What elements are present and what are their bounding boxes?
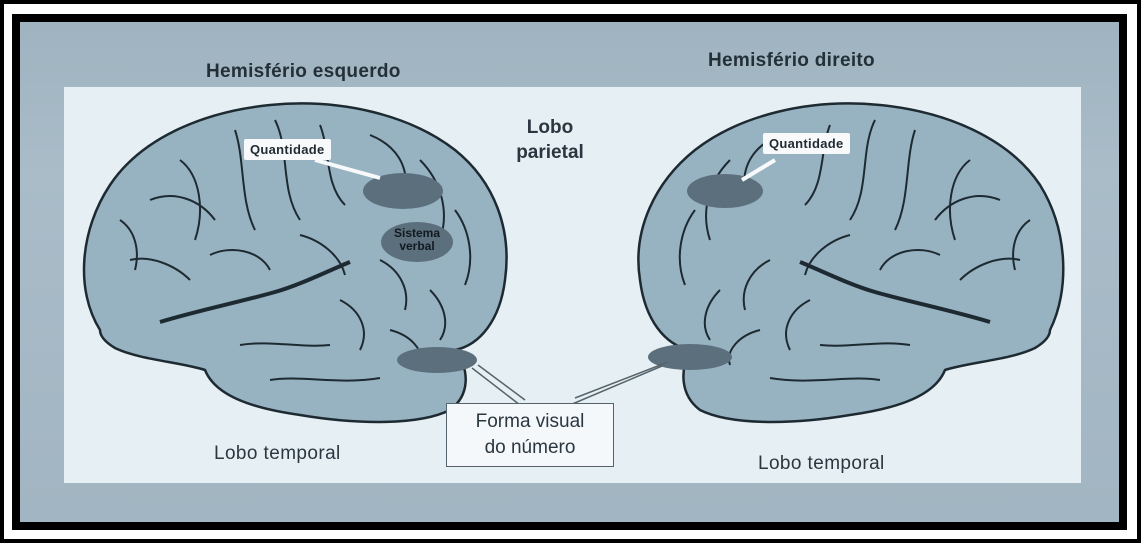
visual-number-form-line1: Forma visual bbox=[447, 409, 613, 435]
quantity-right-label: Quantidade bbox=[763, 133, 850, 154]
visual-number-form-line2: do número bbox=[447, 435, 613, 461]
parietal-lobe-label: Lobo parietal bbox=[505, 115, 595, 165]
visual-form-right-connector bbox=[570, 362, 668, 405]
quantity-left-label: Quantidade bbox=[244, 139, 331, 160]
parietal-lobe-line2: parietal bbox=[505, 140, 595, 165]
visual-form-left-connector bbox=[472, 365, 525, 405]
temporal-lobe-left-label: Lobo temporal bbox=[214, 443, 341, 465]
left-hemisphere-title: Hemisfério esquerdo bbox=[206, 61, 401, 83]
visual-number-form-box: Forma visual do número bbox=[446, 403, 614, 467]
temporal-lobe-right-label: Lobo temporal bbox=[758, 453, 885, 475]
verbal-system-line2: verbal bbox=[386, 240, 448, 253]
verbal-system-label: Sistema verbal bbox=[386, 227, 448, 253]
right-hemisphere-title: Hemisfério direito bbox=[708, 50, 875, 72]
parietal-lobe-line1: Lobo bbox=[505, 115, 595, 140]
right-brain bbox=[638, 103, 1063, 422]
